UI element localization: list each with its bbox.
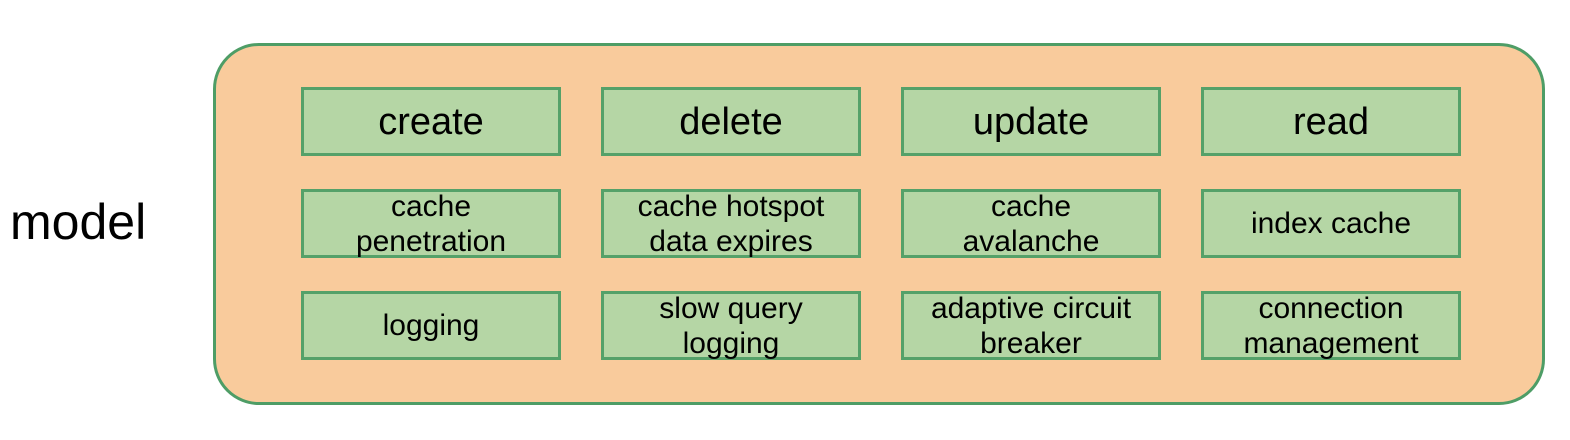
cell-update: update (901, 87, 1161, 156)
cell-connection-management: connection management (1201, 291, 1461, 360)
model-container: create delete update read cache penetrat… (213, 43, 1545, 405)
cell-logging: logging (301, 291, 561, 360)
cell-cache-penetration: cache penetration (301, 189, 561, 258)
model-label: model (10, 194, 147, 250)
cell-cache-hotspot-data-expires: cache hotspot data expires (601, 189, 861, 258)
cell-delete: delete (601, 87, 861, 156)
cell-read: read (1201, 87, 1461, 156)
cell-index-cache: index cache (1201, 189, 1461, 258)
cell-cache-avalanche: cache avalanche (901, 189, 1161, 258)
cell-create: create (301, 87, 561, 156)
cell-adaptive-circuit-breaker: adaptive circuit breaker (901, 291, 1161, 360)
cell-slow-query-logging: slow query logging (601, 291, 861, 360)
